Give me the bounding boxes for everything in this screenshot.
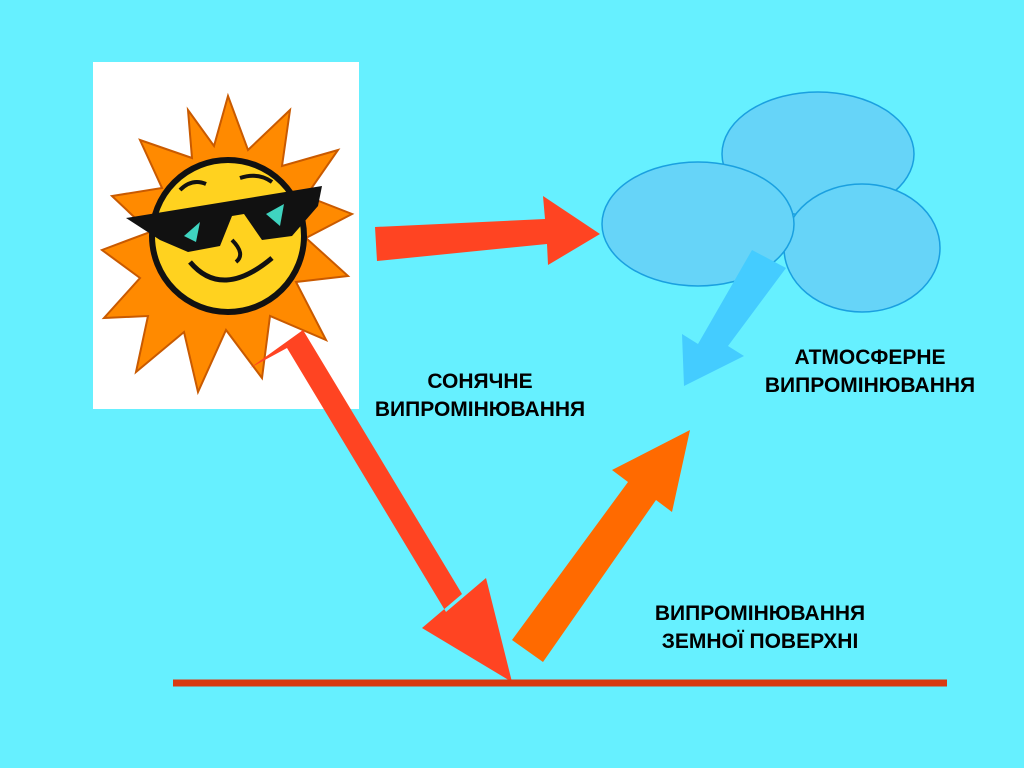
sunglasses [126, 186, 322, 252]
atmospheric-radiation-label: АТМОСФЕРНЕ ВИПРОМІНЮВАННЯ [720, 344, 1020, 400]
earth-radiation-arrow [512, 430, 690, 662]
earth-surface-radiation-label-line2: ЗЕМНОЇ ПОВЕРХНІ [661, 630, 859, 653]
cloud-icon [601, 91, 941, 313]
solar-radiation-label-line2: ВИПРОМІНЮВАННЯ [374, 398, 586, 421]
solar-to-ground-arrow [250, 330, 512, 682]
earth-surface-radiation-label: ВИПРОМІНЮВАННЯ ЗЕМНОЇ ПОВЕРХНІ [610, 600, 910, 656]
earth-surface-radiation-label-line1: ВИПРОМІНЮВАННЯ [654, 602, 866, 625]
solar-radiation-label: СОНЯЧНЕ ВИПРОМІНЮВАННЯ [330, 368, 630, 424]
solar-to-cloud-arrow [375, 196, 600, 265]
atmospheric-radiation-arrow [682, 250, 786, 386]
atmospheric-radiation-label-line2: ВИПРОМІНЮВАННЯ [764, 374, 976, 397]
atmospheric-radiation-label-line1: АТМОСФЕРНЕ [794, 346, 946, 369]
sun-with-sunglasses-icon [93, 62, 359, 409]
solar-radiation-label-line1: СОНЯЧНЕ [427, 370, 533, 393]
